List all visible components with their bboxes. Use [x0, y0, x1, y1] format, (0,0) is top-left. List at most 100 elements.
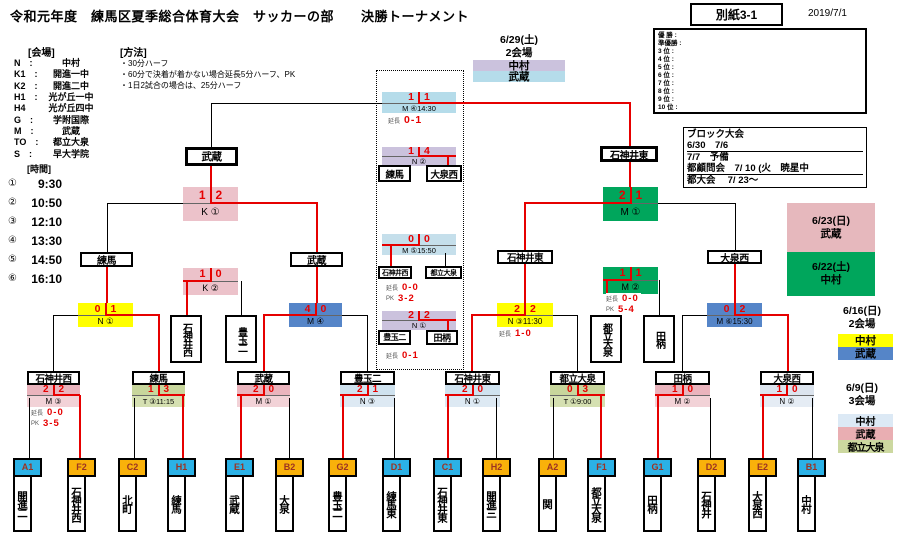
method-heading: [方法]: [120, 48, 147, 59]
venue-name: 開進一中: [52, 69, 89, 80]
connector-line: [394, 398, 396, 458]
method-line: ・30分ハーフ: [120, 59, 169, 68]
score-right: 2: [739, 302, 746, 315]
times-heading: [時間]: [27, 164, 51, 174]
match-3rd-place: 1 4 N ②: [382, 145, 456, 166]
connector-line: [812, 398, 814, 458]
venue-code: TO :: [14, 137, 39, 148]
score-left: 1: [199, 268, 206, 280]
winner-line: [240, 395, 242, 458]
match-qf-4: 0 2 M ⑥15:30: [707, 303, 762, 327]
sheet-label-box: 別紙3-1: [690, 3, 783, 26]
seed-tag: H1: [167, 458, 196, 477]
score-right: 2: [215, 188, 223, 202]
score-left: 1: [408, 145, 414, 158]
team-name: 北町: [118, 477, 137, 532]
seed-tag: B1: [797, 458, 826, 477]
venue-code: H1 :: [14, 92, 38, 103]
extra-time: 延長 0-0: [31, 407, 66, 418]
connector-line: [342, 315, 367, 317]
time-num: ⑤: [8, 254, 17, 265]
venue-row: M ⑥15:30: [707, 316, 762, 327]
final-score-left: 1: [408, 91, 414, 104]
team-name: 豊玉二: [328, 477, 347, 532]
method-lines: ・30分ハーフ ・60分で決着が着かない場合延長5分ハーフ、PK ・1日2試合の…: [120, 58, 295, 91]
connector-line: [107, 203, 109, 252]
ext-value: 1-0: [515, 328, 532, 339]
match-5th-place: 0 0 M ⑤15:50: [382, 234, 456, 255]
match-cons-left: 1 0 K ②: [183, 268, 238, 295]
venue-code: S :: [14, 148, 33, 159]
page-title: 令和元年度 練馬区夏季総合体育大会 サッカーの部 決勝トーナメント: [10, 9, 470, 24]
pk-value: 3-5: [43, 418, 60, 429]
venue-row: N ①: [445, 396, 500, 407]
winner-line: [657, 395, 659, 458]
venue-code: N :: [14, 58, 33, 69]
venue-code: K1 :: [14, 69, 38, 80]
method-line: ・1日2試合の場合は、25分ハーフ: [120, 81, 242, 90]
legend-bar-toritsu-0609: 都立大泉: [838, 440, 893, 454]
venue-row: T ①9:00: [550, 396, 605, 407]
winner-line: [263, 314, 265, 371]
time-row: ⑤ 14:50: [8, 250, 62, 269]
venue-row: N :中村: [12, 57, 102, 68]
venue-name: 早大学院: [52, 148, 89, 159]
team-box-oizuminishi: 大泉西: [426, 165, 462, 182]
standing-row: 5 位 :: [658, 64, 674, 71]
connector-line: [289, 398, 291, 458]
winner-line: [133, 314, 159, 316]
finalist-label-musashi: 武蔵: [185, 147, 238, 166]
score-right: 2: [58, 384, 65, 395]
venue-name: 光が丘一中: [48, 92, 94, 103]
final-extra-time: 延長 0-1: [388, 114, 425, 126]
standings-box: 優 勝 : 準優勝 : 3 位 : 4 位 : 5 位 : 6 位 : 7 位 …: [653, 28, 867, 114]
team-name: 練馬東: [382, 477, 401, 532]
score-left: 0: [723, 302, 730, 315]
venue-code: H4: [14, 102, 26, 113]
time-value: 14:50: [31, 252, 62, 267]
time-num: ⑥: [8, 273, 17, 284]
connector-line: [53, 315, 55, 371]
connector-line: [241, 281, 243, 315]
winner-line: [238, 202, 317, 204]
score-right: 1: [110, 302, 117, 315]
score-row: 0 1: [78, 303, 133, 316]
r1-winner-label: 田柄: [655, 371, 710, 385]
legend-0622-box: 6/22(土) 中村: [787, 252, 875, 296]
legend-0609: 6/9(日) 3会場: [828, 382, 896, 408]
team-box-tagara: 田柄: [426, 330, 458, 345]
team-box-tagara: 田柄: [643, 315, 675, 363]
match-r1-2: 1 3 T ③11:15: [132, 385, 185, 407]
score-right: 1: [635, 188, 643, 202]
score-left: 2: [356, 384, 363, 395]
winner-line: [79, 395, 81, 458]
score-left: 1: [776, 384, 782, 395]
legend-court: 2会場: [848, 318, 876, 330]
winner-line: [600, 395, 602, 458]
score-left: 2: [252, 384, 259, 395]
seed-tag: C2: [118, 458, 147, 477]
venue-row: N ②: [382, 157, 456, 166]
final-score-right: 1: [424, 91, 430, 104]
match-sf-left: 1 2 K ①: [183, 187, 238, 221]
match-r1-7: 1 0 M ②: [655, 385, 710, 407]
block-line: 都大会 7/ 23～: [687, 175, 759, 186]
qf-winner-label: 石神井東: [497, 250, 553, 264]
match-cons-right: 1 1 M ②: [603, 267, 658, 294]
venue-name: 学附国際: [52, 114, 89, 125]
match-r1-4: 2 1 N ③: [340, 385, 395, 407]
legend-date: 6/29(土): [500, 34, 538, 46]
connector-line: [658, 203, 735, 205]
ext-value: 0-0: [47, 407, 64, 418]
legend-venue: 中村: [820, 274, 842, 286]
team-name: 田柄: [643, 477, 662, 532]
ext-value: 0-0: [402, 282, 419, 293]
score-left: 2: [461, 384, 468, 395]
